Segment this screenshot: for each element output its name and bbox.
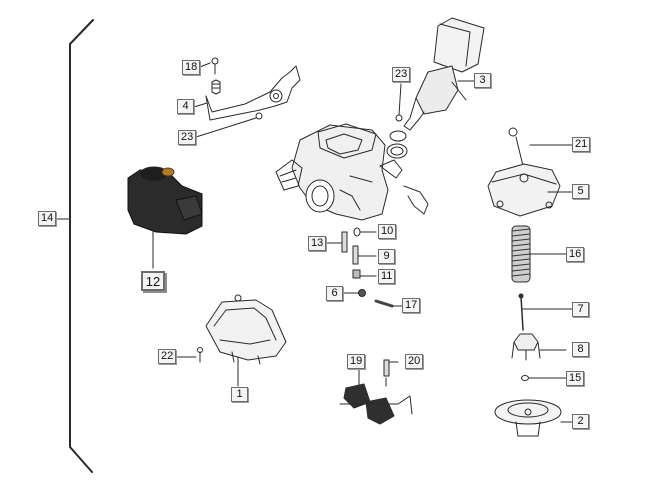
assembly-bracket: [69, 19, 94, 473]
part-4-bracket: [205, 65, 301, 121]
callout-8: 8: [572, 342, 589, 357]
part-3-starter: [403, 17, 485, 131]
callout-19: 19: [347, 354, 366, 369]
callout-20: 20: [405, 354, 424, 369]
callout-14: 14: [38, 211, 57, 226]
part-7-needle: [518, 293, 524, 331]
part-5-cover: [487, 163, 561, 217]
callout-23-upper: 23: [392, 67, 411, 82]
part-11-jet: [352, 269, 361, 279]
callout-4: 4: [177, 99, 194, 114]
callout-10: 10: [378, 224, 397, 239]
part-23-screw-upper: [395, 83, 403, 122]
callout-16: 16: [566, 247, 585, 262]
callout-23-left: 23: [178, 130, 197, 145]
part-18-screw: [211, 57, 219, 75]
carburetor-body: [275, 123, 429, 221]
callout-6: 6: [326, 286, 343, 301]
callout-3: 3: [474, 73, 491, 88]
callout-12: 12: [141, 271, 165, 291]
callout-15: 15: [566, 371, 585, 386]
part-19-float: [339, 383, 413, 425]
part-2-diaphragm: [494, 399, 562, 437]
callout-2: 2: [572, 414, 589, 429]
part-9-jet: [352, 245, 359, 265]
callout-13: 13: [308, 236, 327, 251]
callout-7: 7: [572, 302, 589, 317]
callout-17: 17: [402, 298, 421, 313]
callout-22: 22: [158, 349, 177, 364]
callout-11: 11: [378, 269, 396, 284]
callout-21: 21: [572, 137, 591, 152]
part-16-spring: [511, 225, 531, 283]
part-12-sensor: [127, 166, 203, 269]
part-1-float-bowl: [205, 294, 287, 365]
callout-9: 9: [378, 249, 395, 264]
part-15-clip: [521, 375, 529, 381]
part-23-screw-left: [255, 112, 263, 120]
part-21-screw: [508, 127, 525, 171]
part-22-screw: [197, 347, 203, 363]
callout-18: 18: [182, 60, 201, 75]
part-20-valve: [383, 359, 390, 387]
callout-5: 5: [572, 184, 589, 199]
part-10-oring: [353, 227, 361, 237]
part-17-screw: [374, 299, 394, 308]
part-6-nut: [358, 289, 366, 297]
callout-1: 1: [231, 387, 248, 402]
part-13-jet: [341, 231, 348, 253]
part-8-holder: [511, 333, 541, 361]
